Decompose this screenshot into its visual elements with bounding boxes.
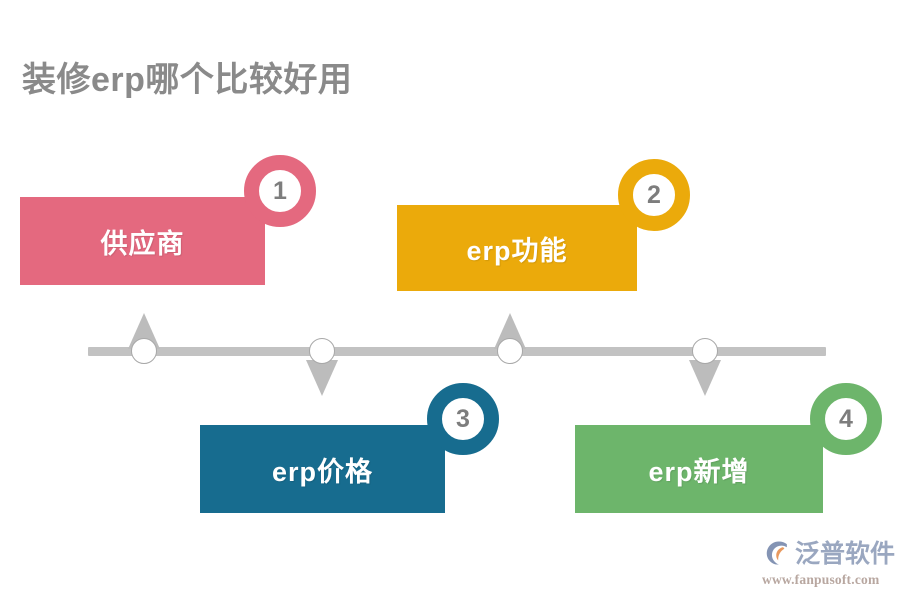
timeline-node-2[interactable] <box>309 338 335 364</box>
logo-row: 泛普软件 <box>762 537 896 571</box>
card-erp-new[interactable]: erp新增 <box>575 425 823 513</box>
card-badge-number-3: 3 <box>456 404 470 433</box>
timeline-arrow-down-4 <box>689 360 721 396</box>
timeline-node-4[interactable] <box>692 338 718 364</box>
card-badge-number-4: 4 <box>839 404 853 433</box>
timeline-node-1[interactable] <box>131 338 157 364</box>
card-label-4: erp新增 <box>648 456 750 487</box>
card-label-1: 供应商 <box>100 228 185 259</box>
card-badge-number-1: 1 <box>273 176 287 205</box>
card-badge-4[interactable]: 4 <box>810 383 882 455</box>
card-badge-3[interactable]: 3 <box>427 383 499 455</box>
card-badge-1[interactable]: 1 <box>244 155 316 227</box>
card-label-2: erp功能 <box>466 235 568 266</box>
card-badge-number-2: 2 <box>647 180 661 209</box>
card-erp-price[interactable]: erp价格 <box>200 425 445 513</box>
fanpu-logo-icon <box>766 541 787 565</box>
card-label-3: erp价格 <box>271 456 374 487</box>
logo-url-text: www.fanpusoft.com <box>762 572 880 587</box>
brand-logo[interactable]: 泛普软件 www.fanpusoft.com <box>762 537 896 593</box>
card-badge-2[interactable]: 2 <box>618 159 690 231</box>
timeline-arrow-down-2 <box>306 360 338 396</box>
card-erp-features[interactable]: erp功能 <box>397 205 637 291</box>
card-supplier[interactable]: 供应商 <box>20 197 265 285</box>
page-title: 装修erp哪个比较好用 <box>22 61 353 99</box>
timeline-line <box>88 347 826 356</box>
timeline-node-3[interactable] <box>497 338 523 364</box>
logo-brand-text: 泛普软件 <box>795 540 896 568</box>
